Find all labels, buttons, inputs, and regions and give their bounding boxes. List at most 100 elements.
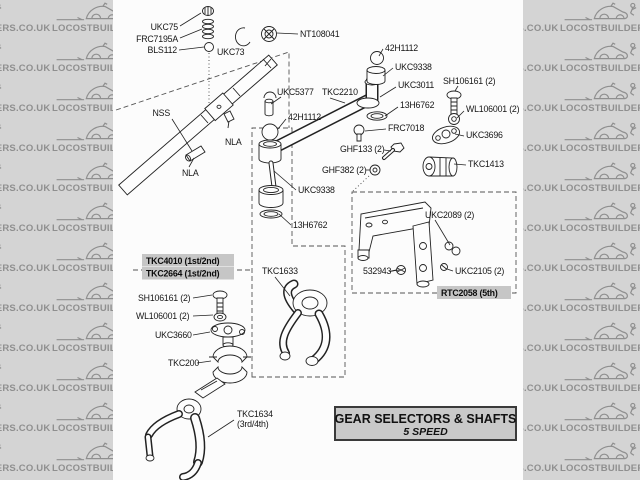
diagram-subtitle: 5 SPEED — [403, 426, 448, 438]
part-label-ukc9338-1: UKC9338 — [395, 62, 432, 72]
part-label-nt108041: NT108041 — [300, 29, 340, 39]
locost-car-icon — [0, 244, 2, 249]
left-fittings-column — [209, 290, 251, 384]
exploded-parts-diagram: UKC75 FRC7195A BLS112 UKC73 NT108041 NSS… — [115, 6, 520, 480]
part-label-ukc2089: UKC2089 (2) — [425, 210, 474, 220]
part-label-rtc2058: RTC2058 (5th) — [441, 288, 498, 298]
part-label-bls112: BLS112 — [148, 45, 178, 55]
locost-car-icon — [564, 122, 637, 141]
part-label-532943: 532943 — [363, 266, 391, 276]
locost-car-icon — [564, 162, 637, 181]
part-label-frc7195a: FRC7195A — [136, 34, 178, 44]
locost-car-icon — [0, 404, 2, 409]
part-label-13h6762-1: 13H6762 — [400, 100, 435, 110]
part-label-frc7018: FRC7018 — [388, 123, 425, 133]
part-label-13h6762-2: 13H6762 — [293, 220, 328, 230]
shaft-cup-column — [258, 91, 284, 219]
part-label-42h1112-2: 42H1112 — [288, 112, 321, 122]
gear-lever-assembly — [263, 51, 388, 156]
title-box: GEAR SELECTORS & SHAFTS 5 SPEED — [334, 406, 517, 441]
locost-car-icon — [0, 44, 2, 49]
diagram-title: GEAR SELECTORS & SHAFTS — [335, 412, 517, 426]
locost-car-icon — [564, 282, 637, 301]
fork-tkc1633 — [279, 279, 331, 366]
part-label-ukc3660: UKC3660 — [155, 330, 192, 340]
part-label-tkc2210: TKC2210 — [322, 87, 358, 97]
diagram-panel: UKC75 FRC7195A BLS112 UKC73 NT108041 NSS… — [113, 0, 523, 480]
highlight-tkc2664-bg — [142, 267, 234, 280]
part-labels: UKC75 FRC7195A BLS112 UKC73 NT108041 NSS… — [136, 22, 520, 429]
part-label-ghf382: GHF382 (2) — [322, 165, 367, 175]
locost-car-icon — [564, 42, 637, 61]
locost-car-icon — [0, 284, 2, 289]
part-label-42h1112-1: 42H1112 — [385, 43, 418, 53]
part-label-tkc2664: TKC2664 (1st/2nd) — [146, 269, 220, 279]
locost-car-icon — [0, 164, 2, 169]
part-label-wl106001-2: WL106001 (2) — [136, 311, 190, 321]
part-label-ukc5377: UKC5377 — [277, 87, 314, 97]
locost-car-icon — [0, 84, 2, 89]
part-label-ukc75: UKC75 — [151, 22, 179, 32]
right-fittings-column — [422, 90, 462, 177]
part-label-sh106161-2: SH106161 (2) — [138, 293, 191, 303]
title-box-frame — [334, 406, 517, 441]
locost-car-icon — [564, 202, 637, 221]
locost-car-icon — [564, 242, 637, 261]
part-label-nla-2: NLA — [182, 168, 199, 178]
fifth-gear-bracket — [357, 201, 461, 288]
locost-car-icon — [0, 444, 2, 449]
locost-car-icon — [564, 402, 637, 421]
fork-tkc1634 — [144, 377, 226, 480]
part-label-ukc73: UKC73 — [217, 47, 245, 57]
locost-car-icon — [0, 4, 2, 9]
part-label-tkc200: TKC200 — [168, 358, 199, 368]
part-label-tkc1634: TKC1634 — [237, 409, 273, 419]
locost-car-icon — [0, 364, 2, 369]
leader-lines — [171, 12, 467, 438]
highlight-rtc2058-bg — [437, 286, 511, 299]
part-label-ghf133: GHF133 (2) — [340, 144, 385, 154]
locost-car-icon — [0, 124, 2, 129]
highlight-tkc4010-bg — [142, 254, 234, 267]
part-label-ukc2105: UKC2105 (2) — [455, 266, 504, 276]
selector-shaft-drawing — [118, 54, 278, 196]
locost-car-icon — [564, 2, 637, 21]
part-label-nss: NSS — [153, 108, 171, 118]
